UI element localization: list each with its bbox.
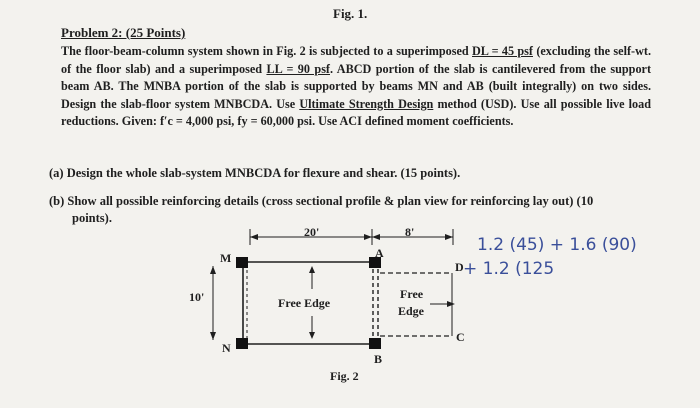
label-M: M	[220, 251, 231, 265]
column-B	[369, 338, 381, 349]
arrowhead-mid-right	[372, 234, 380, 240]
dimension-20ft: 20'	[304, 225, 319, 239]
free-edge-right-label-1: Free	[400, 287, 424, 301]
arrowhead-left	[250, 234, 258, 240]
dead-load-value: DL = 45 psf	[472, 44, 533, 58]
free-edge-right-label-2: Edge	[398, 304, 425, 318]
label-D: D	[455, 260, 464, 274]
question-b-line-1: (b) Show all possible reinforcing detail…	[49, 194, 594, 208]
question-b: (b) Show all possible reinforcing detail…	[49, 193, 629, 227]
column-M	[236, 257, 248, 268]
arrowhead-mid-left	[364, 234, 372, 240]
statement-part-1: The floor-beam-column system shown in Fi…	[61, 44, 472, 58]
material-properties: f′c = 4,000 psi, fy = 60,000 psi	[159, 114, 313, 129]
arrowhead-down	[309, 332, 315, 339]
arrowhead-right-free	[447, 301, 455, 307]
question-a: (a) Design the whole slab-system MNBCDA …	[49, 166, 461, 180]
handwritten-note-line-1: 1.2 (45) + 1.6 (90)	[477, 235, 637, 255]
column-N	[236, 338, 248, 349]
free-edge-left-label: Free Edge	[278, 296, 331, 310]
label-C: C	[456, 330, 465, 344]
statement-part-3: . ABCD portion of the slab is cantilever…	[61, 61, 652, 111]
column-A	[369, 257, 381, 268]
statement-part-4: method (USD). Use all possible live load…	[61, 96, 651, 129]
height-arrow-bottom	[210, 332, 216, 340]
height-arrow-top	[210, 266, 216, 274]
problem-statement: The floor-beam-column system shown in Fi…	[61, 43, 651, 131]
label-N: N	[222, 341, 231, 355]
arrowhead-up	[309, 266, 315, 273]
dimension-8ft: 8'	[405, 225, 414, 239]
dimension-10ft: 10'	[189, 290, 204, 304]
design-method: Ultimate Strength Design	[299, 96, 434, 111]
arrowhead-right	[445, 234, 453, 240]
statement-part-5: . Use ACI defined moment coefficients.	[312, 114, 514, 129]
question-b-line-2: points).	[72, 211, 112, 225]
label-A: A	[375, 246, 384, 260]
label-B: B	[374, 352, 382, 366]
problem-title: Problem 2: (25 Points)	[61, 25, 186, 40]
handwritten-note-line-2: + 1.2 (125	[463, 259, 554, 279]
figure-1-label: Fig. 1.	[333, 6, 368, 21]
statement-part-2: (excluding the self-wt. of the floor sla…	[61, 44, 651, 76]
live-load-value: LL = 90 psf	[266, 61, 330, 76]
figure-2-caption: Fig. 2	[330, 369, 359, 383]
